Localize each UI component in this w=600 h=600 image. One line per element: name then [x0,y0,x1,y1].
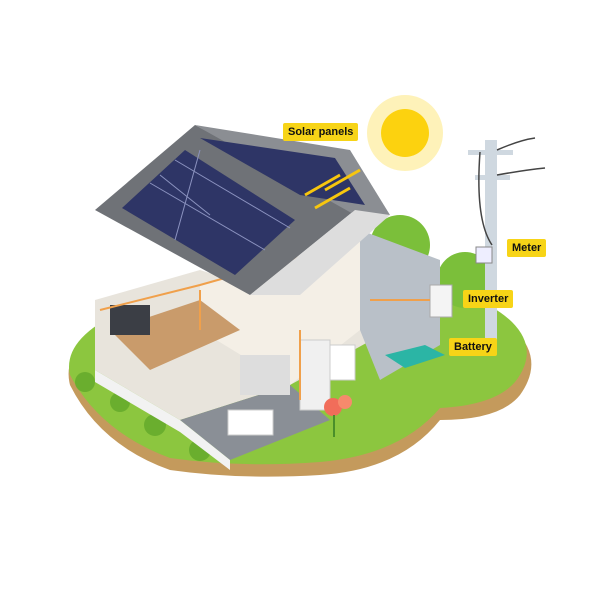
label-meter: Meter [507,239,547,257]
house [95,230,453,470]
sun-icon [304,95,443,210]
meter-box [475,246,493,264]
solar-panel-array-1 [122,150,295,275]
solar-panel-array-2 [200,138,365,205]
label-inverter: Inverter [463,290,514,308]
label-solar-panels: Solar panels [283,123,359,141]
label-battery: Battery [449,338,497,356]
flower [324,395,352,437]
